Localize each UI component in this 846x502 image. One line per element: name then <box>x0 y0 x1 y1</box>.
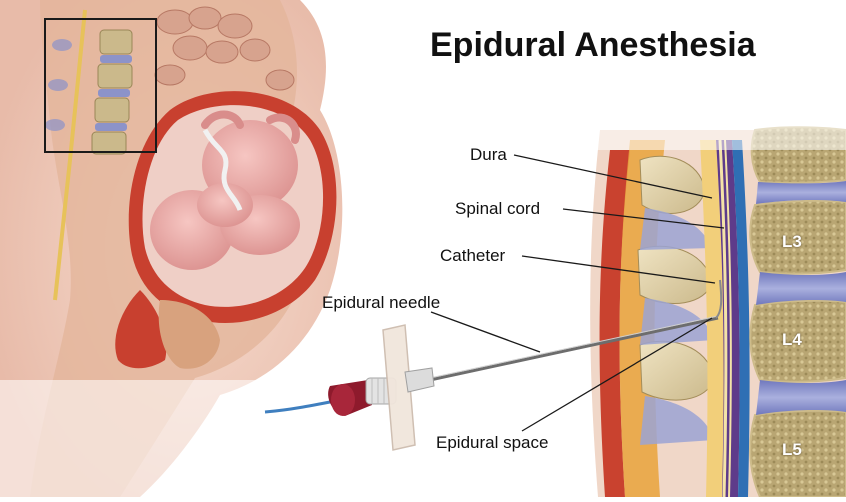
label-epidural-needle: Epidural needle <box>322 293 440 313</box>
spine-cross-section <box>580 120 846 497</box>
needle-hub <box>328 378 396 416</box>
label-epidural-space: Epidural space <box>436 433 548 453</box>
vertebra-label-l4: L4 <box>782 330 802 350</box>
label-catheter: Catheter <box>440 246 505 266</box>
pregnant-body-section <box>0 0 342 497</box>
epidural-needle-leader <box>431 312 540 352</box>
vertebra-label-l3: L3 <box>782 232 802 252</box>
diagram-title: Epidural Anesthesia <box>430 26 756 65</box>
label-spinal-cord: Spinal cord <box>455 199 540 219</box>
vertebra-label-l5: L5 <box>782 440 802 460</box>
label-dura: Dura <box>470 145 507 165</box>
